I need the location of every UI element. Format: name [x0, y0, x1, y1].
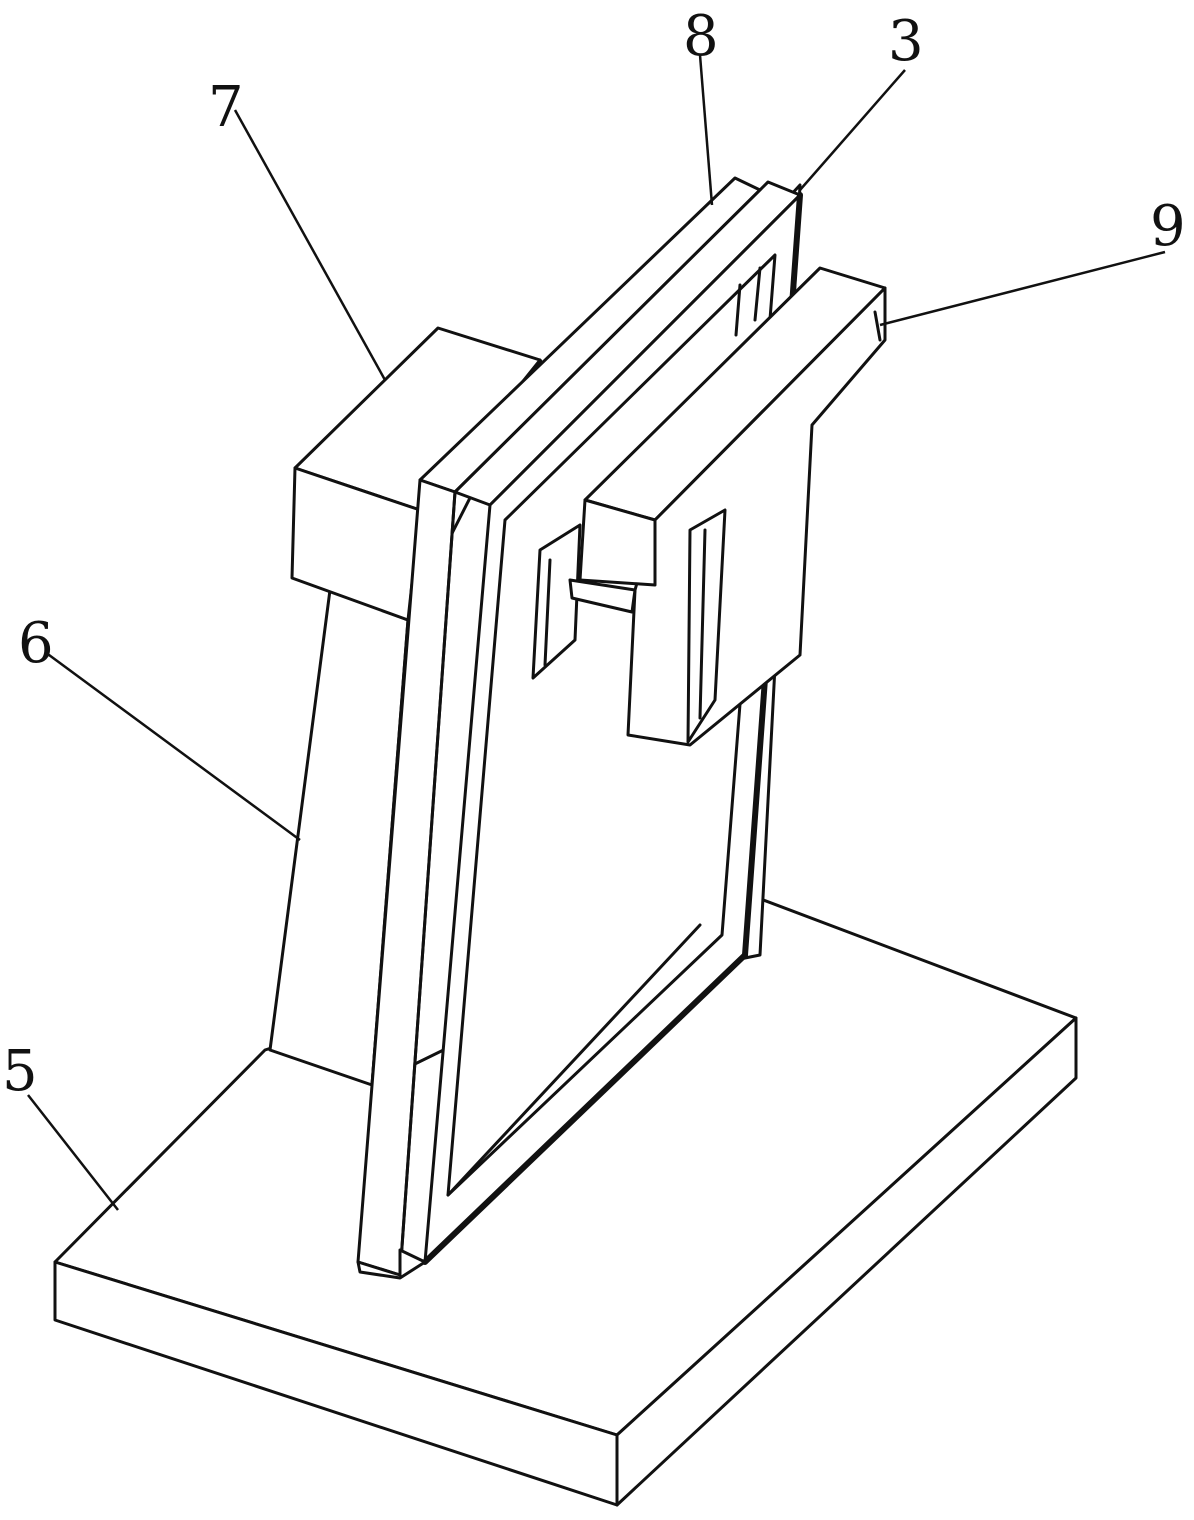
clamp-slot-edge	[698, 528, 707, 720]
leader-8	[698, 54, 714, 206]
frame-bottom-thick-edge	[422, 952, 748, 1265]
reference-numerals: 3 5 6 7 8 9	[2, 4, 1186, 1104]
frame-bottom-inner-line	[446, 923, 702, 1197]
label-5: 5	[2, 1039, 38, 1104]
clamp-end-face	[873, 310, 882, 342]
frame-inner-vertical	[734, 283, 742, 337]
label-7: 7	[208, 75, 244, 140]
clamp	[568, 266, 887, 747]
top-block	[290, 326, 542, 622]
frame-inner-vertical-2	[753, 266, 762, 322]
frame-left-bevel	[398, 490, 457, 1277]
leader-5	[27, 1094, 119, 1211]
label-6: 6	[18, 611, 54, 676]
leader-lines	[27, 54, 1166, 1211]
clamp-arm-lower	[568, 578, 637, 614]
leader-7	[233, 109, 387, 381]
base-plate	[53, 893, 1078, 1507]
label-8: 8	[683, 4, 719, 69]
rail-foot	[356, 1248, 427, 1280]
leader-9	[879, 250, 1166, 327]
base-side-face	[615, 1016, 1078, 1507]
clamp-inner-slot	[686, 508, 727, 744]
label-9: 9	[1150, 194, 1186, 259]
leader-6	[44, 650, 301, 842]
clamp-arm-front	[578, 498, 657, 587]
window-bracket-inner	[543, 558, 552, 667]
label-3: 3	[888, 9, 924, 74]
leader-3	[799, 69, 906, 191]
